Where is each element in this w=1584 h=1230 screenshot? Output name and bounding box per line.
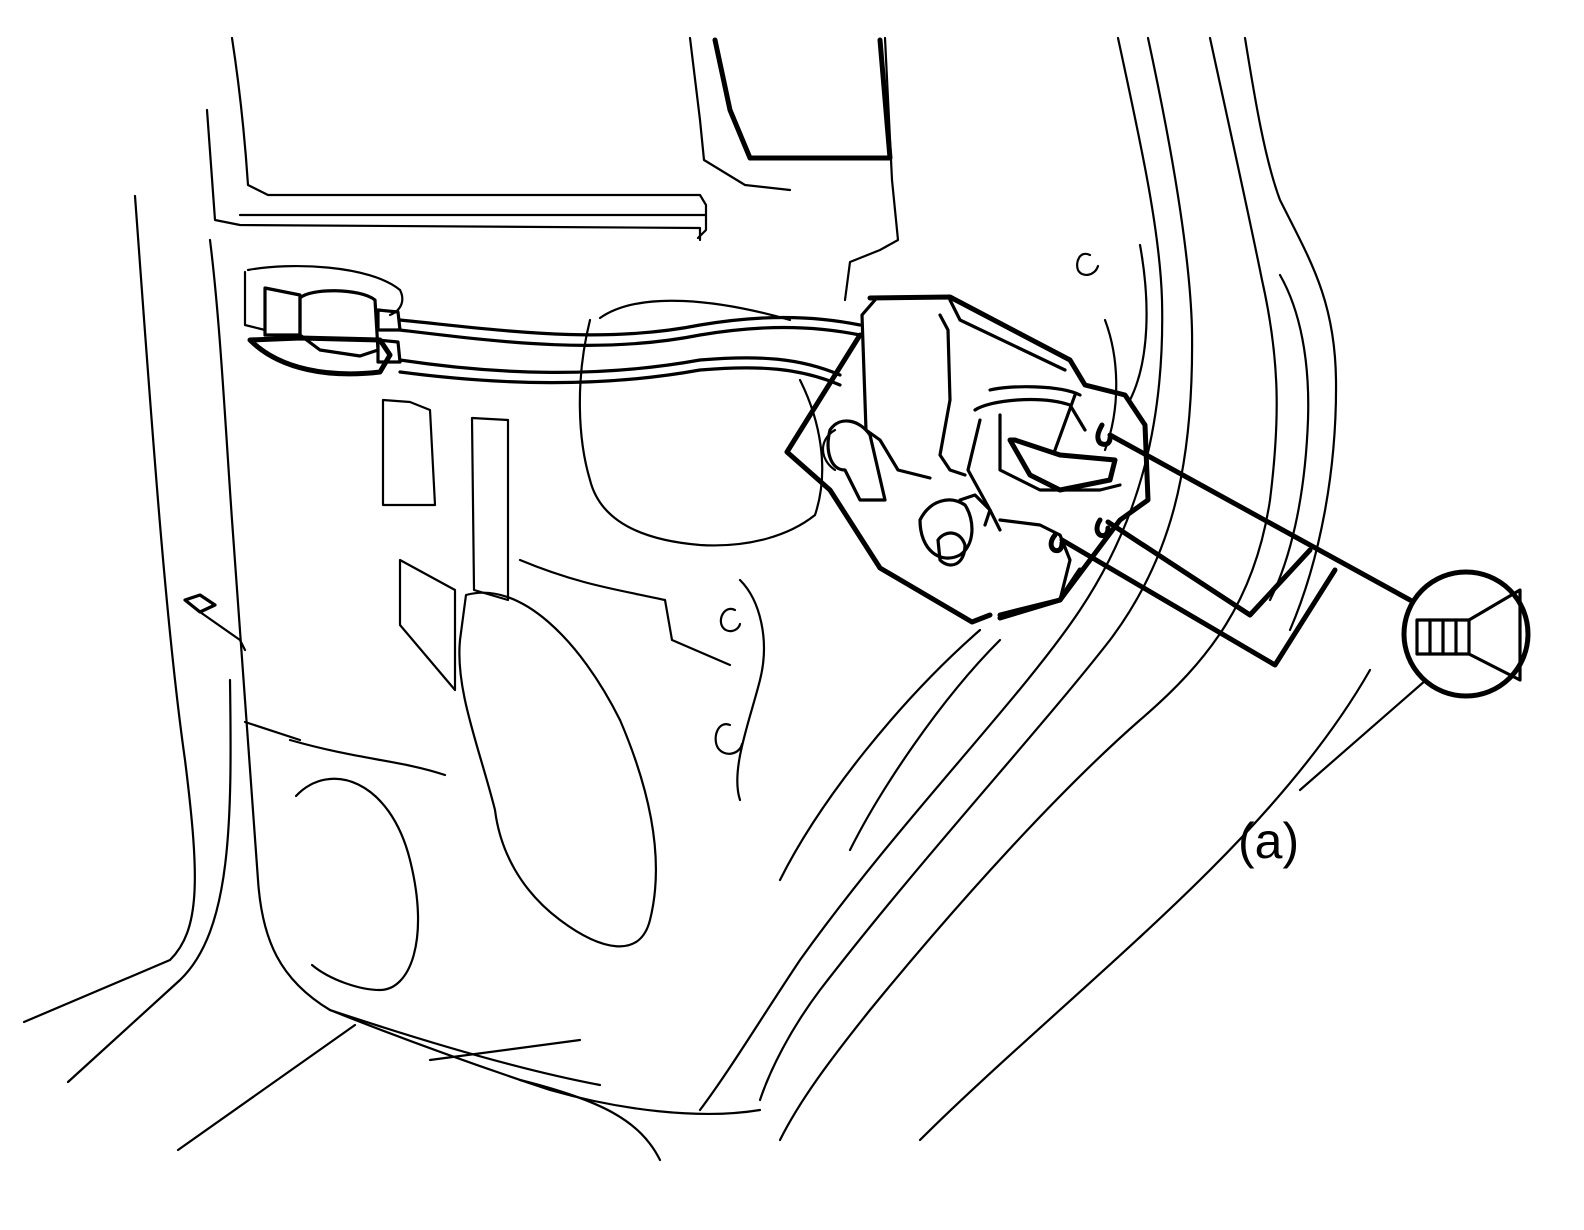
callout-label: (a) <box>1238 813 1299 869</box>
door-frame <box>22 36 1372 1162</box>
bolt-head-icon <box>1401 569 1531 699</box>
door-lock-assembly <box>784 294 1151 625</box>
callout-leader-lines <box>1059 432 1413 668</box>
callout-label-leader <box>1298 678 1428 792</box>
inside-handle-assembly <box>183 264 862 652</box>
